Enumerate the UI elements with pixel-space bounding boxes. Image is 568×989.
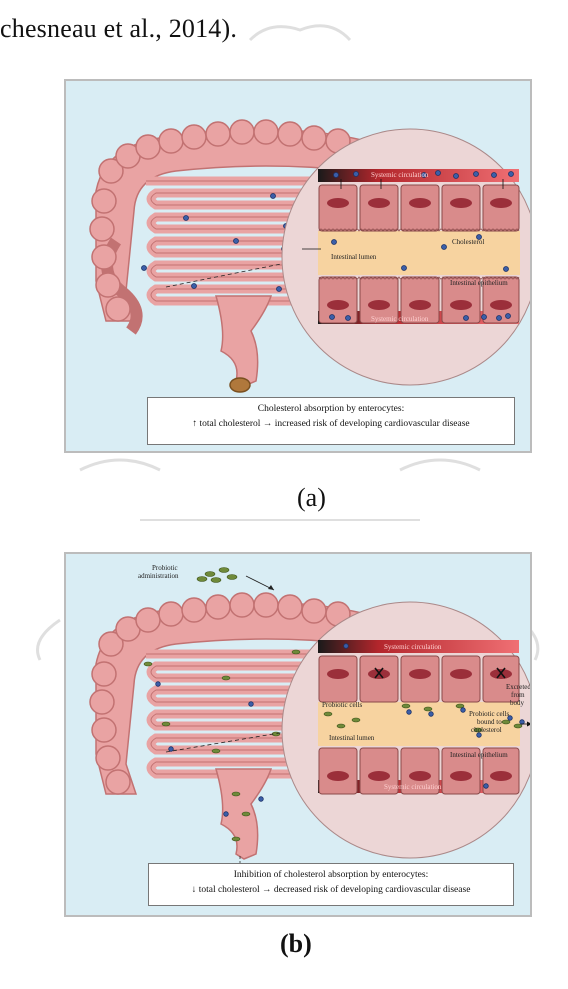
bound-label-2: bound to — [477, 718, 502, 726]
caption-b-line2: ↓ total cholesterol → decreased risk of … — [149, 883, 513, 898]
intestinal-epithelium-label: Intestinal epithelium — [450, 279, 508, 287]
excreted-label-2: from — [511, 691, 525, 699]
probiotic-admin-label-2: administration — [138, 572, 179, 580]
systemic-label-top-b: Systemic circulation — [384, 643, 442, 651]
systemic-label-bottom: Systemic circulation — [371, 315, 429, 323]
figure-b-panel: Probiotic administration — [64, 552, 532, 917]
panel-label-a: (a) — [297, 483, 326, 513]
caption-a-line2: ↑ total cholesterol → increased risk of … — [148, 417, 514, 432]
intestinal-lumen-label: Intestinal lumen — [331, 253, 377, 261]
excreted-label-1: Excreted — [506, 683, 531, 691]
caption-b-line1: Inhibition of cholesterol absorption by … — [149, 868, 513, 883]
probiotic-cells-label: Probiotic cells — [322, 701, 363, 709]
caption-a-line1: Cholesterol absorption by enterocytes: — [148, 402, 514, 417]
probiotic-admin-label-1: Probiotic — [152, 564, 178, 572]
caption-box-a: Cholesterol absorption by enterocytes: ↑… — [147, 397, 515, 445]
panel-label-b: (b) — [280, 929, 312, 959]
intestinal-lumen-label-b: Intestinal lumen — [329, 734, 375, 742]
bound-label-3: cholesterol — [471, 726, 502, 734]
intestinal-epithelium-label-b: Intestinal epithelium — [450, 751, 508, 759]
bound-label-1: Probiotic cells — [469, 710, 510, 718]
caption-box-b: Inhibition of cholesterol absorption by … — [148, 863, 514, 906]
probiotic-administration-cells — [197, 568, 237, 583]
excreted-label-3: body — [510, 699, 525, 707]
systemic-label-bottom-b: Systemic circulation — [384, 783, 442, 791]
figure-a-panel: Systemic circulation Systemic circulatio… — [64, 79, 532, 453]
systemic-label-top: Systemic circulation — [371, 171, 429, 179]
cholesterol-label: Cholesterol — [452, 238, 484, 246]
